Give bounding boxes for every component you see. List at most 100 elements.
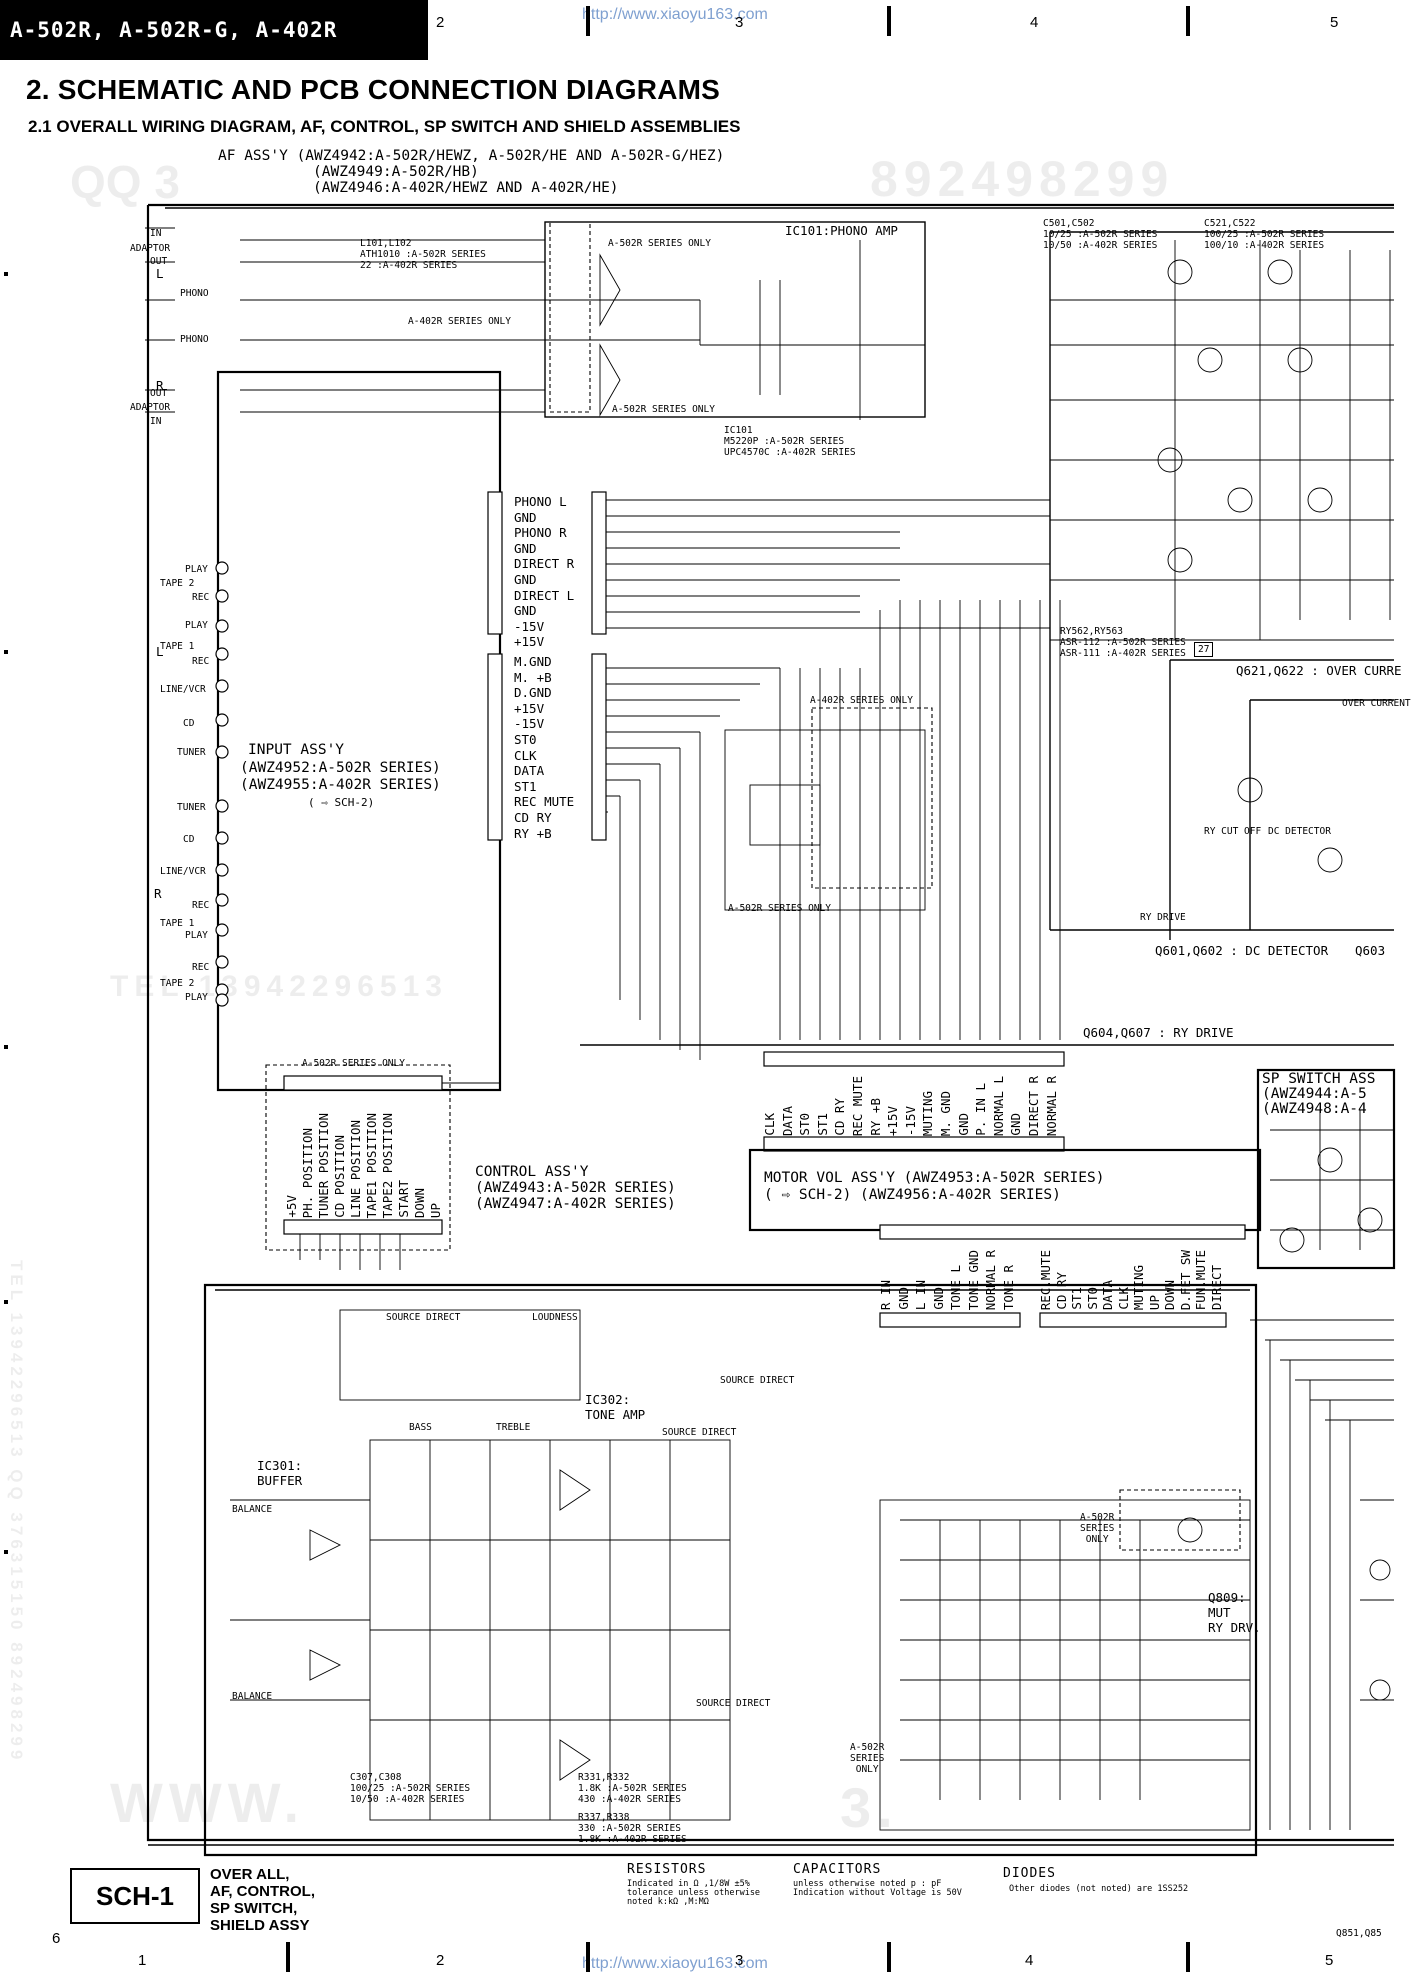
jack-label: CD bbox=[183, 834, 195, 845]
capacitors-note-line: Indication without Voltage is 50V bbox=[793, 1888, 962, 1898]
control-assy-line: (AWZ4947:A-402R SERIES) bbox=[475, 1196, 676, 1212]
ic101-part-note: IC101 M5220P :A-502R SERIES UPC4570C :A-… bbox=[724, 425, 856, 458]
control-pin-label: LINE POSITION bbox=[348, 1120, 363, 1218]
source-direct-label: SOURCE DIRECT bbox=[386, 1312, 461, 1323]
column-number: 4 bbox=[1030, 14, 1039, 31]
control-pin-label: DIRECT bbox=[1208, 1264, 1224, 1310]
control-pin-label: UP bbox=[1146, 1294, 1162, 1310]
control-pin-label: FUN.MUTE bbox=[1193, 1249, 1208, 1310]
column-number: 5 bbox=[1330, 14, 1339, 31]
diodes-heading: DIODES bbox=[1003, 1866, 1056, 1881]
cn9-pin-label: M. GND bbox=[937, 1090, 953, 1136]
channel-r-label: R bbox=[156, 378, 164, 393]
jack-label: TUNER bbox=[177, 747, 206, 758]
pin-label: CLK bbox=[514, 747, 537, 763]
pin-label: GND bbox=[514, 509, 537, 525]
jack-label: LINE/VCR bbox=[160, 684, 206, 695]
sch-description: OVER ALL, AF, CONTROL, SP SWITCH, SHIELD… bbox=[210, 1866, 315, 1934]
control-pin-label: REC.MUTE bbox=[1038, 1249, 1053, 1310]
adaptor-out-label: OUT bbox=[150, 388, 168, 399]
control-pin-label: TONE L bbox=[948, 1264, 963, 1310]
c307-note-line: 10/50 :A-402R SERIES bbox=[350, 1794, 465, 1805]
cn9-pin-label: -15V bbox=[902, 1105, 918, 1136]
balance-label: BALANCE bbox=[232, 1504, 273, 1515]
control-pin-label: DATA bbox=[1100, 1279, 1115, 1310]
resistors-note-line: tolerance unless otherwise bbox=[627, 1888, 761, 1898]
r337-note-line: R337,R338 bbox=[578, 1812, 630, 1823]
ic302-line: TONE AMP bbox=[585, 1407, 646, 1422]
capacitors-heading: CAPACITORS bbox=[793, 1862, 882, 1877]
column-number: 2 bbox=[436, 1952, 445, 1969]
sch-desc-line: AF, CONTROL, bbox=[210, 1883, 315, 1900]
pin-label: REC MUTE bbox=[514, 794, 575, 810]
input-assy-line: (AWZ4952:A-502R SERIES) bbox=[240, 760, 441, 776]
source-url-bottom: http://www.xiaoyu163.com bbox=[582, 1955, 768, 1972]
r331-note-line: R331,R332 bbox=[578, 1772, 630, 1783]
a502-only-line: SERIES bbox=[1080, 1523, 1115, 1534]
control-pin-label: TONE GND bbox=[965, 1249, 981, 1310]
jack-label: REC bbox=[192, 656, 210, 667]
page-title: 2. SCHEMATIC AND PCB CONNECTION DIAGRAMS bbox=[26, 74, 721, 105]
ic302-line: IC302: bbox=[585, 1392, 631, 1407]
over-current-label: OVER CURRENT bbox=[1342, 698, 1411, 709]
phono-label: PHONO bbox=[180, 334, 209, 345]
adaptor-in-label: IN bbox=[150, 416, 162, 427]
r337-note-line: 330 :A-502R SERIES bbox=[578, 1823, 681, 1834]
ic101-part-line: UPC4570C :A-402R SERIES bbox=[724, 447, 856, 458]
ry562-note: RY562,RY563 ASR-112 :A-502R SERIES ASR-1… bbox=[1060, 626, 1186, 659]
source-url-top: http://www.xiaoyu163.com bbox=[582, 6, 768, 23]
box-27: 27 bbox=[1194, 642, 1214, 657]
control-pin-label: DOWN bbox=[412, 1187, 427, 1218]
a502-only-line: A-502R bbox=[850, 1742, 885, 1753]
column-number: 5 bbox=[1325, 1952, 1334, 1969]
a502-only-line: ONLY bbox=[1085, 1534, 1109, 1545]
column-number: 4 bbox=[1025, 1952, 1034, 1969]
c307-note-line: C307,C308 bbox=[350, 1772, 402, 1783]
a502-only-line: A-502R bbox=[1080, 1512, 1115, 1523]
capacitors-note: unless otherwise noted p : pF Indication… bbox=[793, 1880, 962, 1898]
adaptor-in-label: IN bbox=[150, 228, 162, 239]
input-connector-bottom-labels: M.GND M. +B D.GND +15V -15V ST0 CLK DATA… bbox=[514, 654, 574, 841]
control-pin-label: R IN bbox=[878, 1279, 893, 1310]
r331-note-line: 1.8K :A-502R SERIES bbox=[578, 1783, 687, 1794]
input-connector-pins bbox=[487, 491, 503, 841]
r337-note: R337,R338 330 :A-502R SERIES 1.8K :A-402… bbox=[578, 1812, 687, 1845]
c307-note-line: 100/25 :A-502R SERIES bbox=[350, 1783, 471, 1794]
control-pin-label: D.FET SW bbox=[1177, 1249, 1193, 1310]
phono-label: PHONO bbox=[180, 288, 209, 299]
l101-note-line: 22 :A-402R SERIES bbox=[360, 260, 458, 271]
jack-label: REC bbox=[192, 962, 210, 973]
loudness-label: LOUDNESS bbox=[532, 1312, 578, 1323]
af-assy-line: (AWZ4949:A-502R/HB) bbox=[313, 164, 479, 180]
pin-label: -15V bbox=[514, 618, 545, 634]
control-assy-title: CONTROL ASS'Y (AWZ4943:A-502R SERIES) (A… bbox=[475, 1164, 676, 1212]
q809-line: Q809: bbox=[1208, 1590, 1246, 1605]
c521-note-line: C521,C522 bbox=[1204, 218, 1256, 229]
jack-label: TAPE 1 bbox=[160, 918, 195, 929]
series-note: A-402R SERIES ONLY bbox=[810, 695, 913, 706]
dc-detector-label: DC DETECTOR bbox=[1268, 826, 1331, 837]
diodes-note: Other diodes (not noted) are 1SS252 bbox=[1009, 1884, 1189, 1894]
control-pin-label: CLK bbox=[1115, 1287, 1131, 1310]
a502-only-note: A-502R SERIES ONLY bbox=[850, 1742, 884, 1775]
cn9-pin-label: NORMAL L bbox=[990, 1075, 1006, 1136]
c521-note-line: 100/25 :A-502R SERIES bbox=[1204, 229, 1325, 240]
control-pin-label: TUNER POSITION bbox=[316, 1112, 331, 1218]
control-pin-label: NORMAL R bbox=[983, 1249, 998, 1310]
cn9-pin-label: CLK bbox=[762, 1113, 777, 1136]
pin-label: RY +B bbox=[514, 825, 552, 841]
input-assy-line: ( ⇨ SCH-2) bbox=[308, 796, 375, 809]
af-assy-line: AF ASS'Y (AWZ4942:A-502R/HEWZ, A-502R/HE… bbox=[218, 148, 725, 164]
adaptor-out-label: OUT bbox=[150, 256, 168, 267]
column-number: 2 bbox=[436, 14, 445, 31]
pin-label: DIRECT R bbox=[514, 556, 575, 572]
source-direct-label: SOURCE DIRECT bbox=[696, 1698, 771, 1709]
af-assy-line: (AWZ4946:A-402R/HEWZ AND A-402R/HE) bbox=[313, 180, 619, 196]
af-board-outline-left bbox=[146, 205, 1394, 1842]
series-note: A-502R SERIES ONLY bbox=[728, 903, 831, 914]
pin-label: M. +B bbox=[514, 669, 552, 685]
c501-note-line: C501,C502 bbox=[1043, 218, 1095, 229]
pin-label: CD RY bbox=[514, 809, 552, 825]
input-jacks bbox=[215, 561, 229, 1007]
